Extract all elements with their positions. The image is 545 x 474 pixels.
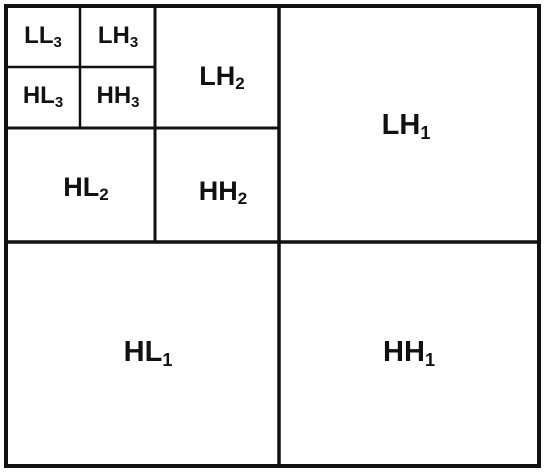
subband-lh3-label: LH3 xyxy=(98,22,138,51)
subband-ll3-label: LL3 xyxy=(24,22,62,51)
subband-hl2-base: HL xyxy=(63,172,99,202)
subband-ll3-base: LL xyxy=(24,22,53,49)
subband-hh2-base: HH xyxy=(199,176,238,206)
subband-lh2-base: LH xyxy=(199,61,235,91)
subband-hh1-base: HH xyxy=(383,336,425,368)
subband-lh3-base: LH xyxy=(98,22,130,49)
subband-hl3-level: 3 xyxy=(55,94,63,111)
subband-hh3-label: HH3 xyxy=(96,82,139,111)
subband-hh1-level: 1 xyxy=(425,350,435,370)
subband-hl3-label: HL3 xyxy=(23,82,63,111)
subband-hl1-base: HL xyxy=(124,336,163,368)
subband-lh2-level: 2 xyxy=(235,74,244,93)
subband-hh3-base: HH xyxy=(96,82,131,109)
subband-hh2-label: HH2 xyxy=(199,176,247,208)
subband-hh1-label: HH1 xyxy=(383,336,435,370)
subband-hl2-level: 2 xyxy=(99,185,108,204)
subband-hl1-label: HL1 xyxy=(124,336,173,370)
subband-hl1-level: 1 xyxy=(162,350,172,370)
subband-lh1-label: LH1 xyxy=(382,109,431,143)
subband-hl2-label: HL2 xyxy=(63,172,108,204)
subband-lh1-level: 1 xyxy=(420,123,430,143)
subband-hh3-level: 3 xyxy=(131,94,139,111)
subband-lh3-level: 3 xyxy=(130,34,138,51)
subband-ll3-level: 3 xyxy=(53,34,61,51)
subband-hh2-level: 2 xyxy=(238,189,247,208)
subband-lh1-base: LH xyxy=(382,109,421,141)
subband-hl3-base: HL xyxy=(23,82,55,109)
subband-lh2-label: LH2 xyxy=(199,61,244,93)
